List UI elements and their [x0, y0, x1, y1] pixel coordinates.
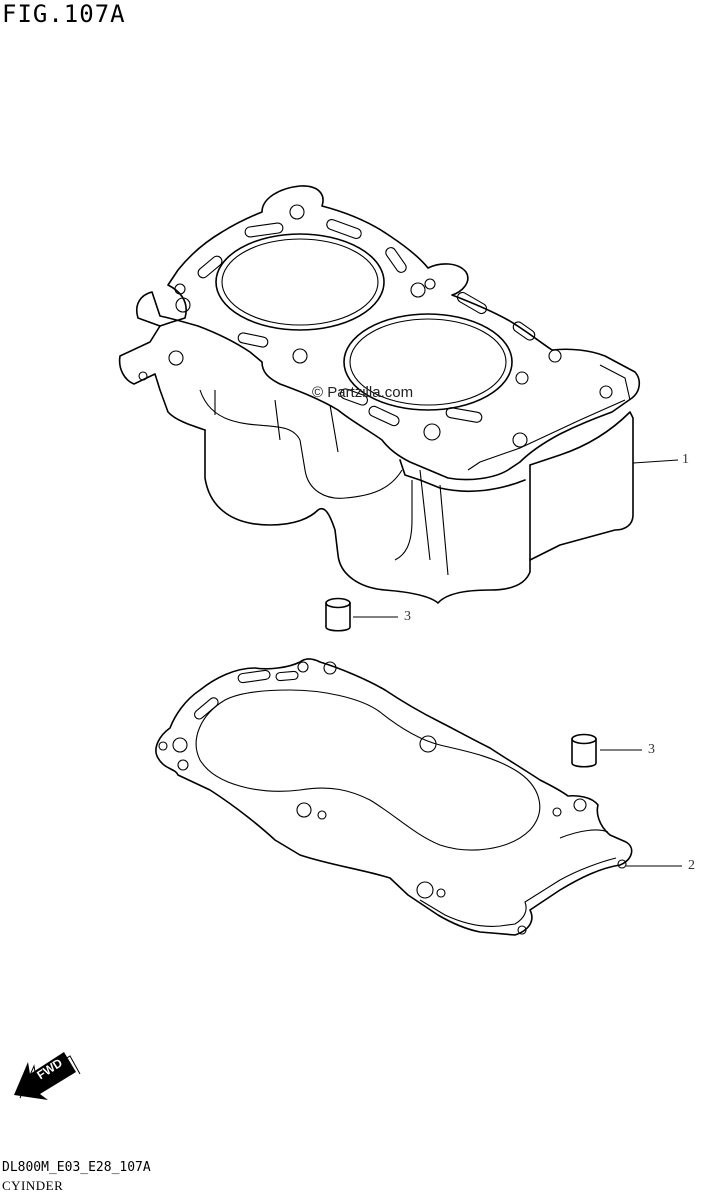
dowel-pin-right-drawing — [571, 733, 642, 768]
watermark-text: © Partzilla.com — [312, 384, 414, 401]
fwd-arrow-icon — [14, 1052, 81, 1100]
callout-dowel-pin-right: 3 — [648, 742, 655, 757]
gasket-drawing — [155, 658, 682, 936]
callout-dowel-pin-upper: 3 — [404, 609, 411, 624]
figure-name: CYINDER — [2, 1178, 64, 1193]
figure-code: DL800M_E03_E28_107A — [2, 1160, 151, 1175]
figure-title: FIG.107A — [2, 0, 126, 28]
cylinder-drawing — [118, 185, 679, 604]
callout-gasket: 2 — [688, 858, 695, 873]
dowel-pin-upper-drawing — [325, 597, 398, 632]
callout-cylinder: 1 — [682, 452, 689, 467]
